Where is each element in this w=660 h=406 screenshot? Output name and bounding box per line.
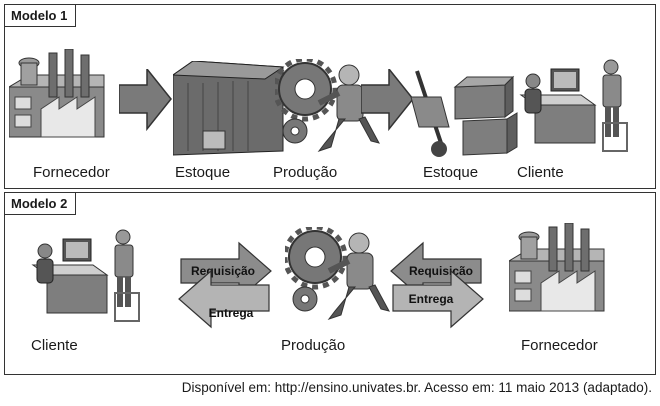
client-office-illustration bbox=[32, 229, 140, 322]
stock-container-illustration bbox=[173, 61, 284, 156]
label-production: Produção bbox=[281, 337, 346, 354]
arrow-label-delivery: Entrega bbox=[209, 306, 254, 320]
arrow-label-request: Requisição bbox=[191, 264, 255, 278]
label-client: Cliente bbox=[31, 337, 78, 354]
stock-warehouse-illustration bbox=[409, 69, 519, 159]
request-delivery-arrows: Requisição Entrega bbox=[178, 241, 272, 329]
label-stock: Estoque bbox=[423, 164, 479, 181]
supplier-factory-illustration bbox=[509, 223, 605, 312]
delivery-arrow-icon bbox=[392, 269, 484, 329]
delivery-arrow-icon bbox=[178, 269, 270, 329]
arrow-label-delivery: Entrega bbox=[409, 292, 454, 306]
arrow-label-request: Requisição bbox=[409, 264, 473, 278]
label-supplier: Fornecedor bbox=[33, 164, 110, 181]
source-citation: Disponível em: http://ensino.univates.br… bbox=[181, 380, 652, 395]
label-client: Cliente bbox=[517, 164, 564, 181]
model-2-panel: Modelo 2 Requisição Entrega Requisição E… bbox=[4, 192, 656, 375]
production-worker-illustration bbox=[285, 227, 395, 331]
model-1-title: Modelo 1 bbox=[4, 4, 77, 27]
request-delivery-arrows: Requisição Entrega bbox=[390, 241, 484, 329]
label-stock: Estoque bbox=[175, 164, 231, 181]
flow-arrow-icon bbox=[119, 69, 172, 130]
model-2-title: Modelo 2 bbox=[4, 192, 77, 215]
model-1-panel: Modelo 1 Fornecedor Estoque Produção Est… bbox=[4, 4, 656, 189]
client-office-illustration bbox=[520, 59, 628, 152]
label-supplier: Fornecedor bbox=[521, 337, 598, 354]
supplier-factory-illustration bbox=[9, 49, 105, 138]
label-production: Produção bbox=[273, 164, 338, 181]
